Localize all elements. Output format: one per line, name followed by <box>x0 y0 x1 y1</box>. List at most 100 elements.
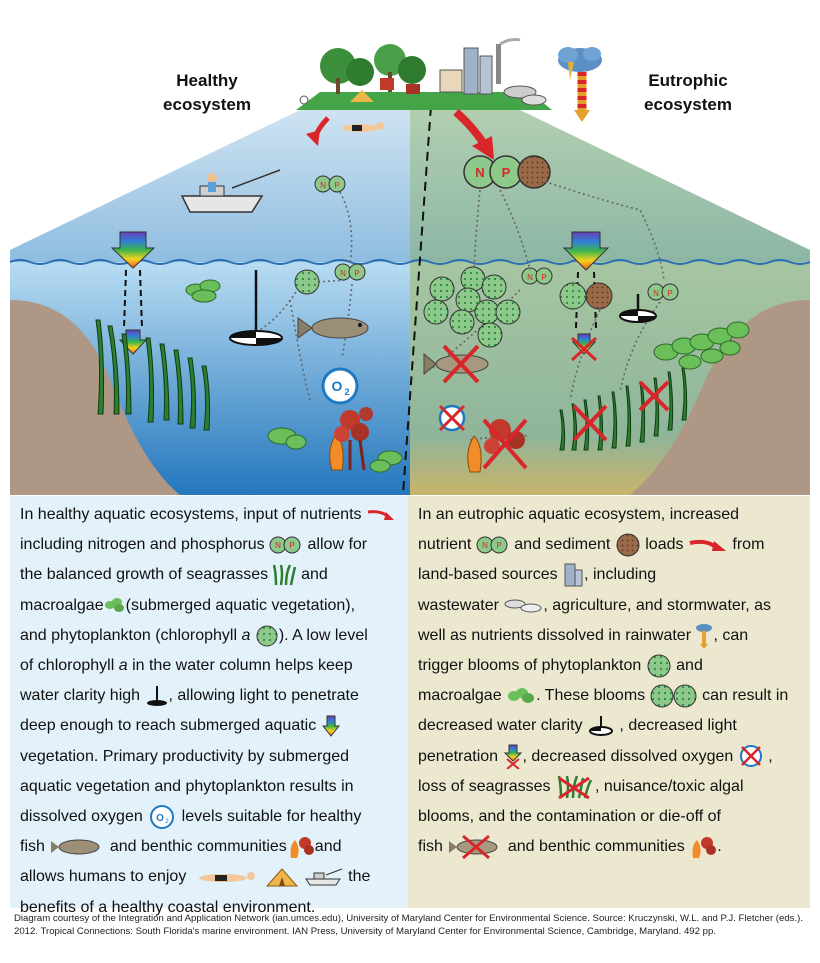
eutrophic-text-26: and benthic communities <box>507 838 685 856</box>
healthy-text-5: and <box>301 566 328 584</box>
eutrophic-text-2: nutrient <box>418 536 472 554</box>
benthic-icon <box>290 837 314 858</box>
healthy-text-21: and <box>314 838 342 856</box>
fish-crossed-icon <box>449 834 498 860</box>
phytoplankton-icon-2 <box>647 654 671 678</box>
svg-text:P: P <box>496 541 501 550</box>
bloom-icon <box>650 684 697 708</box>
eutrophic-text-5: from <box>732 536 765 554</box>
fish-icon <box>51 839 100 855</box>
healthy-text-2: including nitrogen and phosphorus <box>20 536 265 554</box>
svg-text:P: P <box>502 165 511 180</box>
seagrass-healthy <box>95 319 211 431</box>
svg-text:N: N <box>275 541 281 550</box>
healthy-text-3: allow for <box>307 536 368 554</box>
credit-note: Diagram courtesy of the Integration and … <box>14 913 803 937</box>
seagrass-crossed-icon <box>557 775 593 799</box>
healthy-text-19: fish <box>20 838 45 856</box>
ecosystem-diagram: Healthy ecosystem Eutrophic ecosystem N … <box>9 38 811 495</box>
rain-cloud-icon <box>558 47 602 122</box>
healthy-text-23: the <box>348 868 371 886</box>
eutrophic-sky-wedge <box>410 110 810 262</box>
eutrophic-text-9: , agriculture, and stormwater, as <box>543 596 772 614</box>
healthy-text-16: aquatic vegetation and phytoplankton res… <box>20 777 354 795</box>
sediment-icon <box>616 533 640 557</box>
runoff-arrow-icon-2 <box>689 539 726 551</box>
macroalgae-healthy <box>185 279 403 473</box>
phytoplankton-icon <box>256 625 278 647</box>
seagrass-icon <box>272 564 296 586</box>
trees <box>320 44 426 94</box>
healthy-text-15: vegetation. Primary productivity by subm… <box>20 747 350 765</box>
healthy-text-20: and benthic communities <box>109 838 287 856</box>
svg-text:O: O <box>156 813 164 824</box>
eutrophic-text-22: loss of seagrasses <box>418 777 551 795</box>
divider-line <box>402 91 433 495</box>
benthic-icon-2 <box>692 837 717 858</box>
macroalgae-icon-2 <box>508 687 535 703</box>
svg-text:N: N <box>653 289 659 298</box>
svg-text:P: P <box>667 289 672 298</box>
seagrass-eutrophic-crossed <box>559 367 688 451</box>
svg-text:N: N <box>320 181 326 190</box>
svg-text:P: P <box>334 181 339 190</box>
rain-icon <box>696 623 713 649</box>
secchi-disk-icon <box>146 685 167 706</box>
eutrophic-text-18: , decreased light <box>619 717 737 735</box>
light-arrow-eutrophic <box>562 231 610 362</box>
svg-text:P: P <box>354 269 359 278</box>
macroalgae-icon <box>104 598 124 613</box>
healthy-text-14: deep enough to reach submerged aquatic <box>20 717 317 735</box>
eutrophic-text-20: , decreased dissolved oxygen <box>522 747 734 765</box>
eutrophic-text-19: penetration <box>418 747 499 765</box>
eutrophic-text-11: , can <box>713 626 749 644</box>
boat-icon-small <box>304 868 342 886</box>
right-bank <box>630 300 810 495</box>
eutrophic-text-10: well as nutrients dissolved in rainwater <box>418 626 692 644</box>
healthy-text-11: in the water column helps keep <box>127 657 353 675</box>
eutrophic-text-16: can result in <box>702 687 789 705</box>
svg-text:2: 2 <box>344 387 349 397</box>
secchi-disk-healthy <box>229 270 283 346</box>
healthy-text-6: macroalgae <box>20 596 104 614</box>
healthy-text-22: allows humans to enjoy <box>20 868 187 886</box>
svg-text:2: 2 <box>166 819 170 825</box>
eutrophic-text-21: , <box>768 747 773 765</box>
light-arrow-icon <box>321 715 340 737</box>
heading-healthy-line1: Healthy <box>176 71 238 90</box>
healthy-text-18: levels suitable for healthy <box>181 808 362 826</box>
nutrient-sediment-large: N P <box>463 155 551 189</box>
houses <box>350 78 420 102</box>
eutrophic-description-panel: In an eutrophic aquatic ecosystem, incre… <box>408 496 810 908</box>
wastewater-plant-icon <box>504 599 542 613</box>
heading-eutrophic-line1: Eutrophic <box>648 71 727 90</box>
svg-text:P: P <box>541 273 546 282</box>
eutrophic-text-8: wastewater <box>418 596 499 614</box>
eutrophic-text-1: In an eutrophic aquatic ecosystem, incre… <box>418 506 740 523</box>
svg-text:O: O <box>332 378 343 394</box>
healthy-text-24: benefits of a healthy coastal environmen… <box>20 898 316 916</box>
svg-text:N: N <box>475 165 484 180</box>
phytoplankton-bloom <box>423 266 613 348</box>
svg-text:N: N <box>482 541 488 550</box>
water-surface-line <box>9 259 811 265</box>
runoff-arrow-icon <box>367 509 394 520</box>
benthic-community-eutrophic-crossed <box>467 418 528 473</box>
nutrient-pair-eutrophic-1: N P <box>521 267 553 285</box>
swimmer-icon-small <box>198 872 255 883</box>
eutrophic-text-14: macroalgae <box>418 687 502 705</box>
secchi-disk-eutrophic <box>619 294 657 323</box>
chlorophyll-a-italic-2: a <box>118 657 128 675</box>
oxygen-crossed-icon <box>739 745 762 768</box>
left-bank <box>10 300 180 495</box>
eutrophic-text-3: and sediment <box>514 536 611 554</box>
eutrophic-text-17: decreased water clarity <box>418 717 583 735</box>
bird <box>299 95 309 105</box>
heading-eutrophic-line2: ecosystem <box>644 95 732 114</box>
healthy-text-10: of chlorophyll <box>20 657 119 675</box>
healthy-text-8: and phytoplankton (chlorophyll <box>20 626 242 644</box>
eutrophic-text-7: , including <box>584 566 657 584</box>
secchi-disk-icon-2 <box>588 716 613 737</box>
